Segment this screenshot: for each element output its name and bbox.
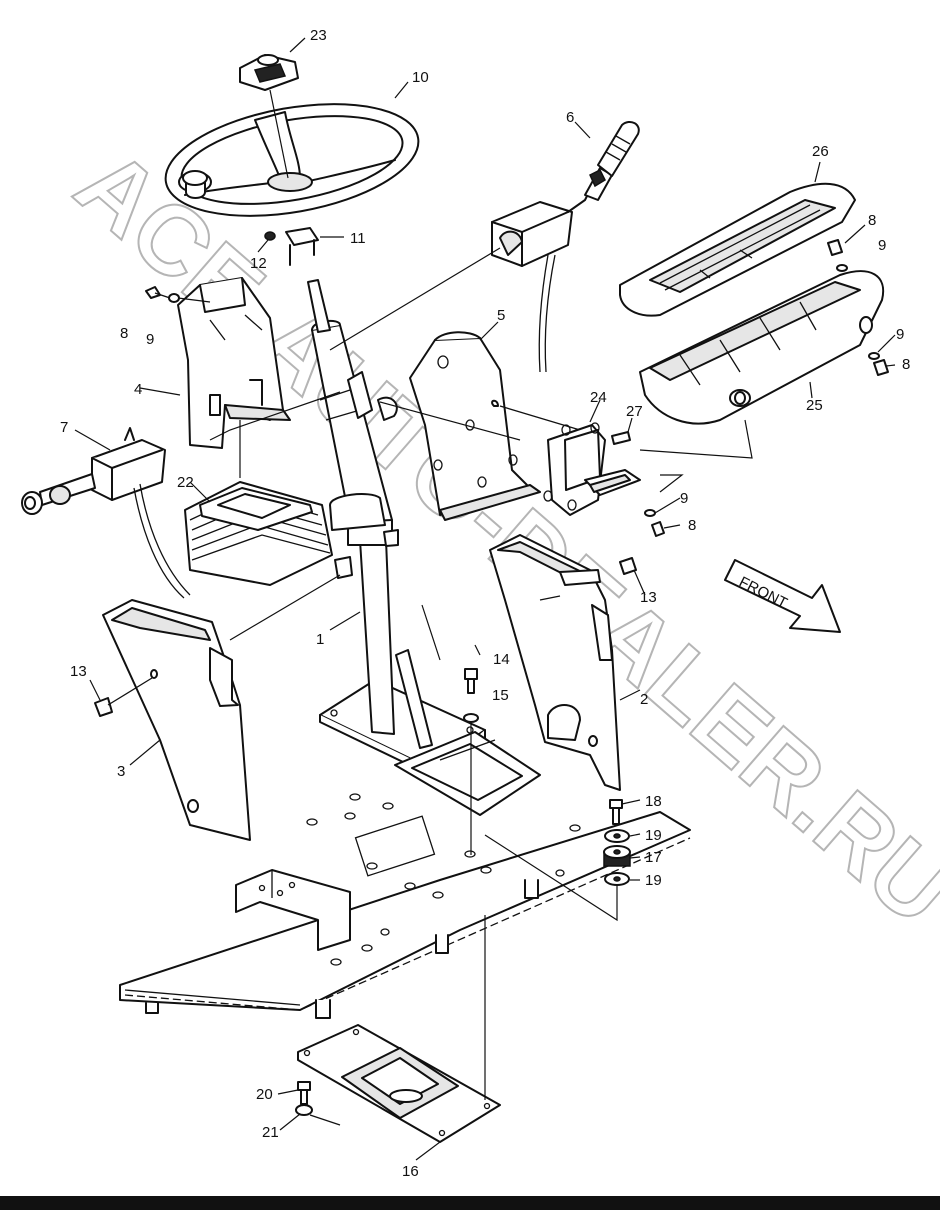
part-8-screw-right-top (827, 239, 843, 256)
part-4-bracket (177, 277, 291, 449)
part-9-washer-right-top (836, 264, 848, 272)
callout-15: 15 (492, 687, 509, 704)
part-3-left-lower-cover (102, 599, 251, 841)
part-21-washer (295, 1104, 313, 1116)
part-20-bolt (297, 1081, 311, 1105)
callout-8-upper-right: 8 (868, 212, 876, 229)
callout-20: 20 (256, 1086, 273, 1103)
callout-1: 1 (316, 631, 324, 648)
callout-27: 27 (626, 403, 643, 420)
part-6-shift-lever (491, 121, 640, 373)
part-2-right-lower-cover (489, 534, 621, 791)
callout-9-mid: 9 (680, 490, 688, 507)
part-13-screw-left (94, 677, 153, 717)
floor-plate (119, 793, 691, 1019)
part-19-washer-upper (604, 829, 630, 843)
part-24-bracket-plate (543, 422, 641, 516)
part-16-boot-plate (297, 1024, 501, 1143)
callout-19-upper: 19 (645, 827, 662, 844)
callout-3: 3 (117, 763, 125, 780)
callout-12: 12 (250, 255, 267, 272)
callout-4: 4 (134, 381, 142, 398)
part-9-washer-right-bottom (868, 352, 880, 360)
callout-25: 25 (806, 397, 823, 414)
callout-13-left: 13 (70, 663, 87, 680)
callout-17: 17 (645, 849, 662, 866)
part-26-dash-cover (619, 182, 856, 317)
part-1-steering-column (307, 279, 486, 776)
callout-18: 18 (645, 793, 662, 810)
callout-26: 26 (812, 143, 829, 160)
part-8-screw-left (145, 286, 171, 299)
part-15-bolt (463, 668, 479, 855)
leader-lines (74, 37, 896, 1161)
front-arrow: FRONT (724, 559, 841, 633)
part-8-screw-mid (651, 521, 665, 537)
callout-8-mid: 8 (688, 517, 696, 534)
callout-labels: 23 10 6 26 8 9 11 12 8 9 5 24 27 4 7 22 … (60, 27, 910, 1180)
callout-6: 6 (566, 109, 574, 126)
part-23-wheel-cap (239, 54, 299, 179)
callout-23: 23 (310, 27, 327, 44)
callout-22: 22 (177, 474, 194, 491)
part-10-steering-wheel (164, 103, 420, 217)
part-8-screw-right-bottom (873, 359, 889, 376)
callout-19-lower: 19 (645, 872, 662, 889)
callout-9-left: 9 (146, 331, 154, 348)
part-25-dash-housing (639, 270, 885, 425)
callout-10: 10 (412, 69, 429, 86)
part-19-washer-lower (604, 872, 630, 886)
callout-8-left: 8 (120, 325, 128, 342)
callout-7: 7 (60, 419, 68, 436)
part-22-rubber-boot (184, 481, 333, 586)
bottom-border (0, 1196, 940, 1210)
callout-11: 11 (350, 230, 366, 247)
part-12-nut (264, 231, 276, 241)
part-18-bolt (609, 799, 623, 825)
part-9-washer-mid (644, 509, 656, 517)
part-7-light-switch (21, 427, 191, 599)
part-11-clip (285, 227, 319, 266)
callout-24: 24 (590, 389, 607, 406)
part-9-washer-left (168, 293, 211, 303)
callout-5: 5 (497, 307, 505, 324)
callout-8-right: 8 (902, 356, 910, 373)
callout-9-upper-right: 9 (878, 237, 886, 254)
part-17-rubber-mount (603, 845, 631, 867)
callout-16: 16 (402, 1163, 419, 1180)
callout-21: 21 (262, 1124, 279, 1141)
callout-2: 2 (640, 691, 648, 708)
callout-9-right: 9 (896, 326, 904, 343)
part-27-screw (611, 431, 631, 445)
part-14-floor-cover (394, 731, 541, 816)
callout-13-right: 13 (640, 589, 657, 606)
callout-14: 14 (493, 651, 510, 668)
part-13-screw-right (619, 557, 637, 575)
